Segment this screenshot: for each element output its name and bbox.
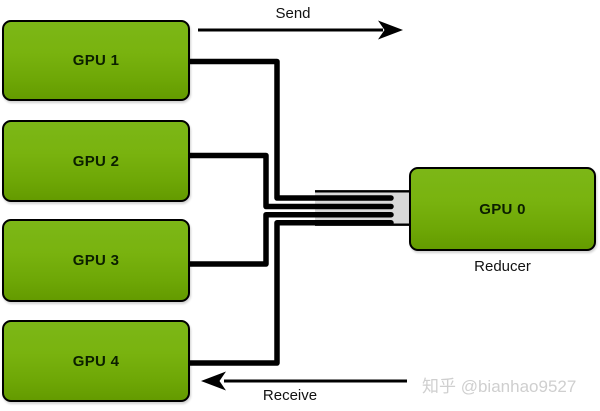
gpu0-reducer-node: GPU 0 xyxy=(409,167,596,251)
link-gpu1-to-reducer xyxy=(185,58,394,201)
gpu3-label: GPU 3 xyxy=(72,252,120,269)
link-gpu3-to-reducer xyxy=(185,211,394,267)
watermark-text: 知乎 @bianhao9527 xyxy=(422,377,577,396)
gpu3-node: GPU 3 xyxy=(2,219,190,302)
gpu1-node: GPU 1 xyxy=(2,20,190,101)
gpu4-node: GPU 4 xyxy=(2,320,190,402)
link-gpu2-to-reducer xyxy=(185,152,394,210)
reducer-caption: Reducer xyxy=(474,258,531,275)
gpu2-node: GPU 2 xyxy=(2,120,190,202)
send-arrow-icon xyxy=(198,20,403,40)
gpu0-label: GPU 0 xyxy=(479,200,526,218)
receive-label: Receive xyxy=(262,387,318,404)
gpu2-label: GPU 2 xyxy=(72,152,120,170)
link-gpu4-to-reducer xyxy=(185,220,394,366)
send-label: Send xyxy=(275,5,311,22)
gpu4-label: GPU 4 xyxy=(72,352,120,370)
gpu1-label: GPU 1 xyxy=(72,52,120,69)
receive-arrow-icon xyxy=(201,371,407,391)
